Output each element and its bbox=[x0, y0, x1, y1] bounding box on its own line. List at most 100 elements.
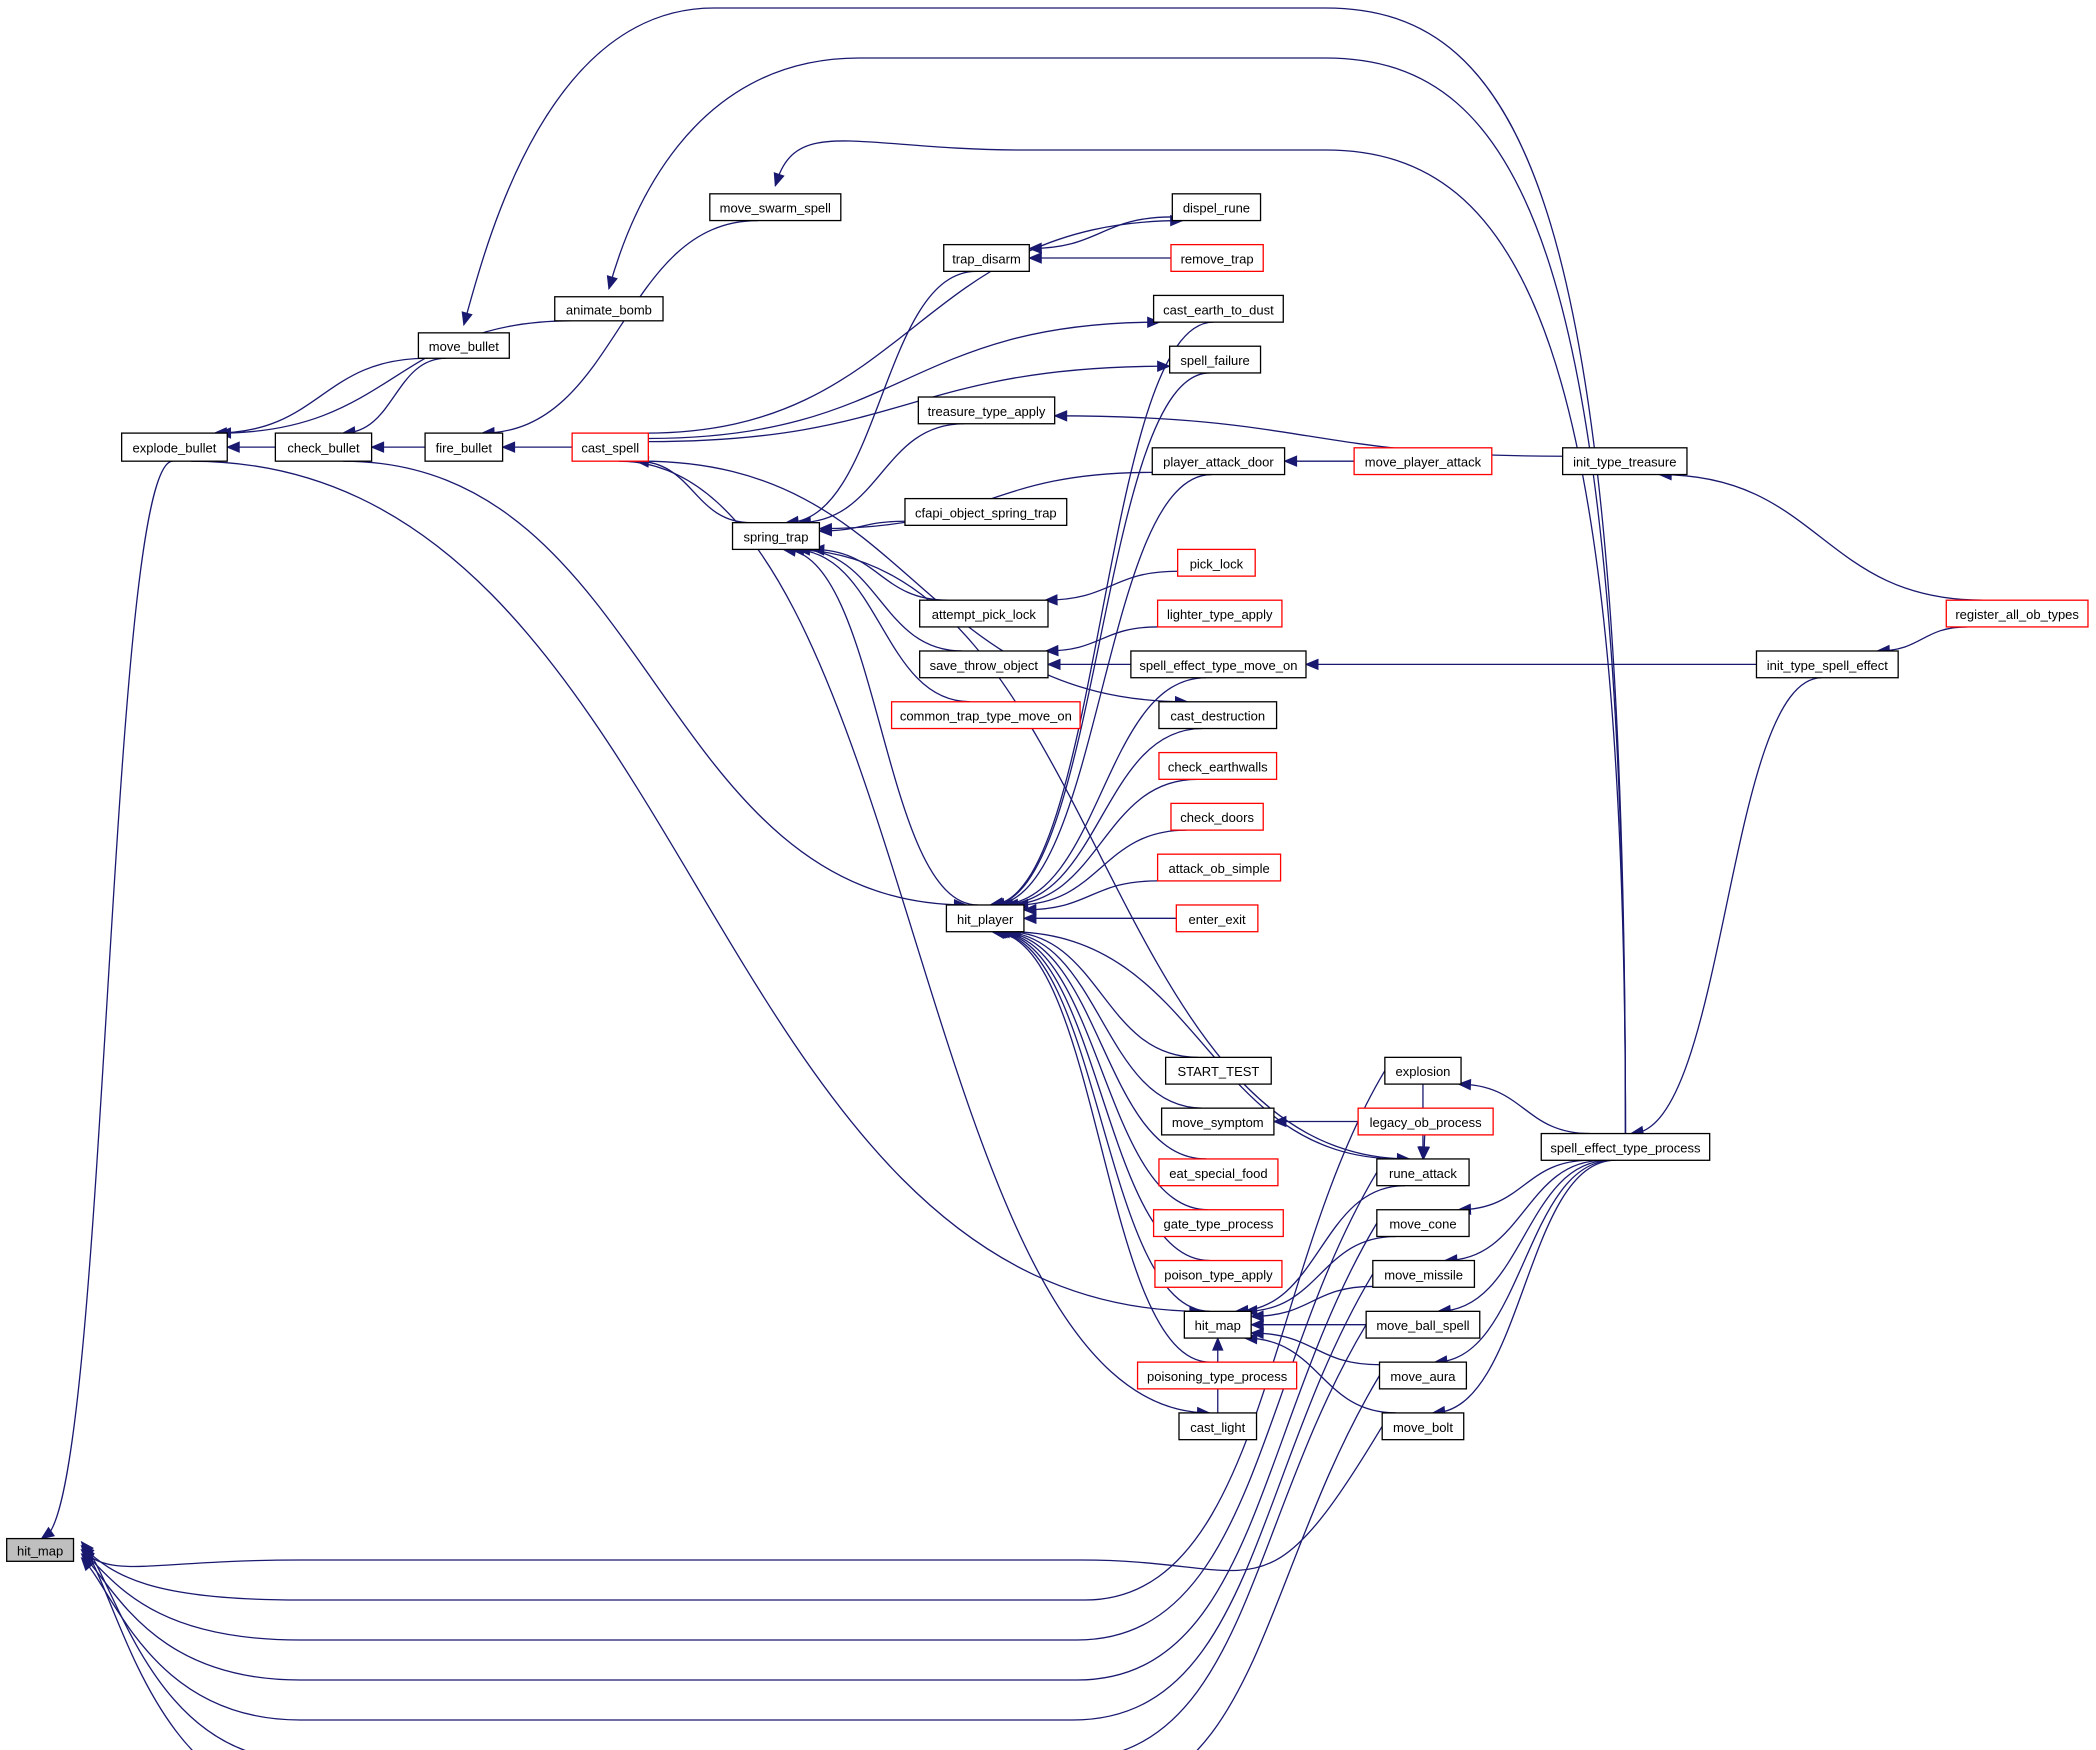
node-box[interactable] bbox=[1158, 751, 1278, 780]
node-box[interactable] bbox=[904, 497, 1068, 526]
node-hit-player[interactable]: hit_player bbox=[945, 904, 1025, 933]
node-move-aura[interactable]: move_aura bbox=[1378, 1361, 1468, 1390]
node-box[interactable] bbox=[1945, 599, 2089, 628]
node-box[interactable] bbox=[1130, 650, 1307, 679]
node-spring-trap[interactable]: spring_trap bbox=[731, 522, 821, 551]
node-check-doors[interactable]: check_doors bbox=[1170, 802, 1264, 831]
node-box[interactable] bbox=[1152, 1209, 1284, 1238]
node-cast-light[interactable]: cast_light bbox=[1178, 1412, 1258, 1441]
node-spell-failure[interactable]: spell_failure bbox=[1168, 345, 1262, 374]
node-gate-type-process[interactable]: gate_type_process bbox=[1152, 1209, 1284, 1238]
node-explode-bullet[interactable]: explode_bullet bbox=[120, 432, 228, 462]
node-box[interactable] bbox=[571, 432, 649, 462]
node-enter-exit[interactable]: enter_exit bbox=[1175, 904, 1259, 933]
node-spell-effect-type-process[interactable]: spell_effect_type_process bbox=[1540, 1132, 1711, 1161]
node-box[interactable] bbox=[1160, 1107, 1275, 1136]
node-box[interactable] bbox=[1540, 1132, 1711, 1161]
node-pick-lock[interactable]: pick_lock bbox=[1177, 548, 1256, 577]
node-cfapi-object-spring-trap[interactable]: cfapi_object_spring_trap bbox=[904, 497, 1068, 526]
node-box[interactable] bbox=[274, 432, 373, 462]
node-box[interactable] bbox=[943, 243, 1030, 273]
node-trap-disarm[interactable]: trap_disarm bbox=[943, 243, 1030, 273]
node-remove-trap[interactable]: remove_trap bbox=[1170, 243, 1264, 273]
node-box[interactable] bbox=[1154, 1259, 1283, 1288]
node-box[interactable] bbox=[1170, 802, 1264, 831]
node-legacy-ob-process[interactable]: legacy_ob_process bbox=[1357, 1107, 1494, 1136]
node-cast-spell[interactable]: cast_spell bbox=[571, 432, 649, 462]
node-box[interactable] bbox=[945, 904, 1025, 933]
node-player-attack-door[interactable]: player_attack_door bbox=[1151, 447, 1286, 476]
node-treasure-type-apply[interactable]: treasure_type_apply bbox=[917, 396, 1056, 425]
node-box[interactable] bbox=[919, 650, 1049, 679]
node-box[interactable] bbox=[1755, 650, 1899, 679]
node-move-player-attack[interactable]: move_player_attack bbox=[1353, 447, 1493, 476]
node-move-ball-spell[interactable]: move_ball_spell bbox=[1365, 1310, 1481, 1339]
node-box[interactable] bbox=[1381, 1412, 1465, 1441]
node-box[interactable] bbox=[1372, 1259, 1476, 1288]
node-box[interactable] bbox=[1164, 1056, 1272, 1085]
node-attack-ob-simple[interactable]: attack_ob_simple bbox=[1156, 853, 1282, 882]
node-box[interactable] bbox=[1376, 1158, 1470, 1187]
node-box[interactable] bbox=[1384, 1056, 1462, 1085]
node-box[interactable] bbox=[890, 701, 1081, 730]
node-root-hit-map[interactable]: hit_map bbox=[6, 1537, 75, 1562]
node-box[interactable] bbox=[731, 522, 821, 551]
node-box[interactable] bbox=[1175, 904, 1259, 933]
node-move-swarm-spell[interactable]: move_swarm_spell bbox=[709, 193, 842, 222]
node-poisoning-type-process[interactable]: poisoning_type_process bbox=[1136, 1361, 1298, 1390]
node-box[interactable] bbox=[1561, 447, 1688, 476]
node-box[interactable] bbox=[1378, 1361, 1468, 1390]
node-box[interactable] bbox=[1158, 701, 1278, 730]
node-box[interactable] bbox=[1151, 447, 1286, 476]
node-lighter-type-apply[interactable]: lighter_type_apply bbox=[1156, 599, 1283, 628]
node-box[interactable] bbox=[1156, 599, 1283, 628]
node-dispel-rune[interactable]: dispel_rune bbox=[1171, 193, 1262, 222]
node-box[interactable] bbox=[417, 332, 510, 359]
node-box[interactable] bbox=[1353, 447, 1493, 476]
node-poison-type-apply[interactable]: poison_type_apply bbox=[1154, 1259, 1283, 1288]
node-mid-hit-map[interactable]: hit_map bbox=[1183, 1310, 1252, 1339]
node-attempt-pick-lock[interactable]: attempt_pick_lock bbox=[919, 599, 1049, 628]
node-fire-bullet[interactable]: fire_bullet bbox=[424, 432, 504, 462]
node-box[interactable] bbox=[919, 599, 1049, 628]
node-move-missile[interactable]: move_missile bbox=[1372, 1259, 1476, 1288]
node-box[interactable] bbox=[424, 432, 504, 462]
node-cast-destruction[interactable]: cast_destruction bbox=[1158, 701, 1278, 730]
node-register-all-ob-types[interactable]: register_all_ob_types bbox=[1945, 599, 2089, 628]
node-animate-bomb[interactable]: animate_bomb bbox=[554, 296, 664, 322]
node-box[interactable] bbox=[1177, 548, 1256, 577]
node-rune-attack[interactable]: rune_attack bbox=[1376, 1158, 1470, 1187]
node-box[interactable] bbox=[709, 193, 842, 222]
node-box[interactable] bbox=[1357, 1107, 1494, 1136]
node-check-bullet[interactable]: check_bullet bbox=[274, 432, 373, 462]
node-common-trap-type-move-on[interactable]: common_trap_type_move_on bbox=[890, 701, 1081, 730]
node-box[interactable] bbox=[1152, 294, 1284, 323]
node-move-symptom[interactable]: move_symptom bbox=[1160, 1107, 1275, 1136]
node-box[interactable] bbox=[1365, 1310, 1481, 1339]
node-move-bolt[interactable]: move_bolt bbox=[1381, 1412, 1465, 1441]
node-init-type-treasure[interactable]: init_type_treasure bbox=[1561, 447, 1688, 476]
node-explosion[interactable]: explosion bbox=[1384, 1056, 1462, 1085]
node-box[interactable] bbox=[1183, 1310, 1252, 1339]
node-box[interactable] bbox=[1158, 1158, 1279, 1187]
node-spell-effect-type-move-on[interactable]: spell_effect_type_move_on bbox=[1130, 650, 1307, 679]
node-eat-special-food[interactable]: eat_special_food bbox=[1158, 1158, 1279, 1187]
node-cast-earth-to-dust[interactable]: cast_earth_to_dust bbox=[1152, 294, 1284, 323]
node-box[interactable] bbox=[917, 396, 1056, 425]
node-box[interactable] bbox=[1178, 1412, 1258, 1441]
node-box[interactable] bbox=[1136, 1361, 1298, 1390]
node-save-throw-object[interactable]: save_throw_object bbox=[919, 650, 1049, 679]
node-init-type-spell-effect[interactable]: init_type_spell_effect bbox=[1755, 650, 1899, 679]
node-box[interactable] bbox=[1168, 345, 1262, 374]
node-box[interactable] bbox=[1156, 853, 1282, 882]
node-box[interactable] bbox=[554, 296, 664, 322]
node-move-cone[interactable]: move_cone bbox=[1376, 1209, 1470, 1238]
node-box[interactable] bbox=[1171, 193, 1262, 222]
node-box[interactable] bbox=[6, 1537, 75, 1562]
node-check-earthwalls[interactable]: check_earthwalls bbox=[1158, 751, 1278, 780]
node-START-TEST[interactable]: START_TEST bbox=[1164, 1056, 1272, 1085]
node-move-bullet[interactable]: move_bullet bbox=[417, 332, 510, 359]
node-box[interactable] bbox=[1170, 243, 1264, 273]
node-box[interactable] bbox=[120, 432, 228, 462]
node-box[interactable] bbox=[1376, 1209, 1470, 1238]
